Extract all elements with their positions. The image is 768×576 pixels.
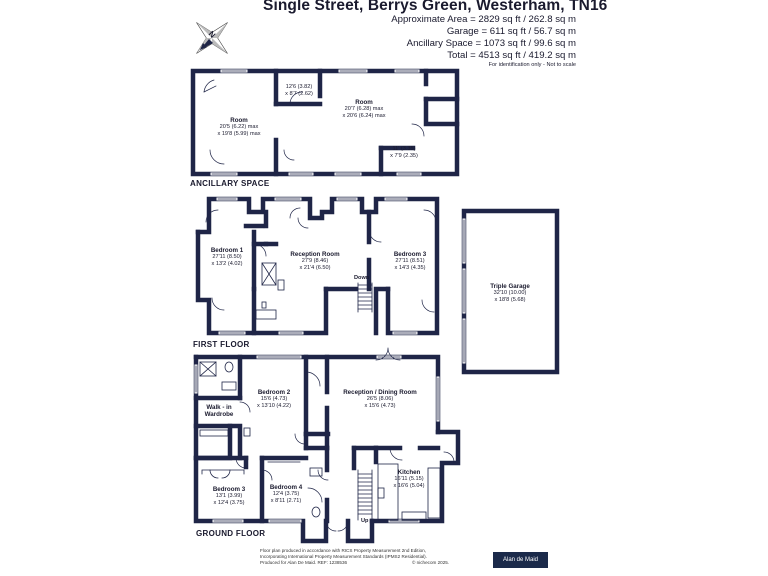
room-dims: 15'6 (4.73)	[260, 396, 288, 402]
room-dims: 20'5 (6.22) max	[219, 124, 259, 130]
room-ff-bedroom1: Bedroom 1 27'11 (8.50) x 13'2 (4.02)	[202, 247, 252, 267]
footer-notes: Floor plan produced in accordance with R…	[260, 548, 427, 566]
room-dims: x 14'3 (4.35)	[394, 264, 426, 271]
room-dims: x 13'2 (4.02)	[211, 260, 243, 267]
room-gf-kitchen: Kitchen 16'11 (5.15) x 16'6 (5.04)	[384, 469, 434, 489]
room-dims: 11' (3.35)	[392, 146, 416, 152]
agent-logo: Alan de Maid	[493, 552, 548, 568]
footer-line: Incorporating International Property Mea…	[260, 554, 427, 559]
agent-logo-text: Alan de Maid	[502, 557, 539, 563]
footer-copyright: © nichecom 2025.	[412, 560, 450, 565]
room-dims: x 7'9 (2.35)	[390, 152, 418, 159]
area-ancillary: Ancillary Space = 1073 sq ft / 99.6 sq m	[406, 38, 576, 49]
room-name: Triple Garage	[490, 283, 530, 290]
room-dims: x 15'6 (4.73)	[364, 402, 396, 409]
first-floor-fixtures	[255, 262, 373, 320]
room-dims: 13'1 (3.99)	[215, 493, 243, 499]
first-floor-walls	[195, 196, 440, 336]
room-dims: 20'7 (6.28) max	[344, 106, 384, 112]
room-name: Bedroom 2	[257, 389, 291, 396]
floor-label-ancillary: ANCILLARY SPACE	[190, 179, 270, 188]
room-dims: x 8'7 (2.62)	[285, 90, 313, 97]
floor-label-first: FIRST FLOOR	[193, 340, 250, 349]
room-dims: x 20'6 (6.24) max	[342, 112, 386, 119]
room-gf-walkin-wardrobe: Walk - in Wardrobe	[198, 404, 240, 418]
room-name: Walk - in	[206, 404, 232, 411]
ancillary-walls	[190, 68, 460, 177]
footer-line: Produced for Alan De Maid. REF: 1238536	[260, 560, 348, 565]
ground-floor-fixtures	[199, 361, 441, 521]
room-dims: 26'5 (8.06)	[366, 396, 394, 402]
room-anc-room1: Room 20'5 (6.22) max x 19'8 (5.99) max	[204, 117, 274, 137]
ground-floor-window-lines	[195, 356, 439, 522]
room-name: Bedroom 3	[212, 486, 246, 493]
plan-title: Single Street, Berrys Green, Westerham, …	[263, 0, 608, 14]
room-anc-room2: Room 20'7 (6.28) max x 20'6 (6.24) max	[326, 99, 402, 119]
scale-note: For identification only - Not to scale	[488, 62, 576, 68]
room-triple-garage: Triple Garage 32'10 (10.00) x 18'8 (5.68…	[480, 283, 540, 303]
first-floor-door-arcs	[205, 207, 437, 313]
room-name: Reception / Dining Room	[343, 389, 417, 396]
first-floor-window-lines	[217, 198, 417, 334]
room-dims: x 16'6 (5.04)	[393, 482, 425, 489]
room-dims: 32'10 (10.00)	[493, 290, 527, 296]
area-garage: Garage = 611 sq ft / 56.7 sq m	[446, 26, 576, 37]
room-gf-bedroom4: Bedroom 4 12'4 (3.75) x 8'11 (2.71)	[264, 484, 308, 504]
room-anc-small2: 11' (3.35) x 7'9 (2.35)	[382, 146, 426, 159]
room-ff-reception: Reception Room 27'9 (8.46) x 21'4 (6.50)	[280, 251, 350, 271]
room-dims: x 13'10 (4.22)	[256, 402, 292, 409]
room-name: Room	[230, 117, 248, 124]
footer-line: Floor plan produced in accordance with R…	[260, 548, 426, 553]
compass-icon	[196, 22, 228, 54]
stairs-down-label: Down	[354, 275, 370, 281]
ground-floor-door-arcs	[235, 347, 455, 532]
ancillary-window-lines	[211, 70, 421, 175]
room-dims: 27'11 (8.50)	[212, 254, 242, 260]
room-dims: x 21'4 (6.50)	[299, 264, 331, 271]
room-gf-reception-dining: Reception / Dining Room 26'5 (8.06) x 15…	[330, 389, 430, 409]
area-total: Total = 4513 sq ft / 419.2 sq m	[447, 50, 576, 61]
room-gf-bedroom2: Bedroom 2 15'6 (4.73) x 13'10 (4.22)	[248, 389, 300, 409]
room-dims: x 18'8 (5.68)	[494, 296, 526, 303]
room-dims: x 8'11 (2.71)	[270, 497, 302, 504]
room-dims: x 12'4 (3.75)	[213, 499, 245, 506]
area-approximate: Approximate Area = 2829 sq ft / 262.8 sq…	[391, 14, 576, 25]
room-anc-small1: 12'6 (3.82) x 8'7 (2.62)	[277, 84, 321, 97]
room-dims: x 19'8 (5.99) max	[217, 130, 261, 137]
room-gf-bedroom3: Bedroom 3 13'1 (3.99) x 12'4 (3.75)	[204, 486, 254, 506]
floor-label-ground: GROUND FLOOR	[196, 529, 266, 538]
ground-floor-walls	[193, 354, 461, 544]
room-name: Room	[355, 99, 373, 106]
stairs-up-label: Up	[361, 518, 369, 524]
room-name: Wardrobe	[204, 411, 234, 418]
room-dims: 16'11 (5.15)	[394, 476, 424, 482]
room-name: Bedroom 1	[210, 247, 244, 254]
room-dims: 12'6 (3.82)	[285, 84, 313, 90]
room-name: Kitchen	[397, 469, 421, 476]
room-name: Bedroom 4	[269, 484, 303, 491]
garage-walls	[461, 208, 560, 375]
room-name: Reception Room	[290, 251, 340, 258]
room-dims: 12'4 (3.75)	[272, 491, 300, 497]
room-dims: 27'9 (8.46)	[301, 258, 329, 264]
room-dims: 27'11 (8.51)	[395, 258, 425, 264]
ancillary-door-arcs	[203, 79, 425, 165]
room-name: Bedroom 3	[393, 251, 427, 258]
room-ff-bedroom3: Bedroom 3 27'11 (8.51) x 14'3 (4.35)	[380, 251, 440, 271]
